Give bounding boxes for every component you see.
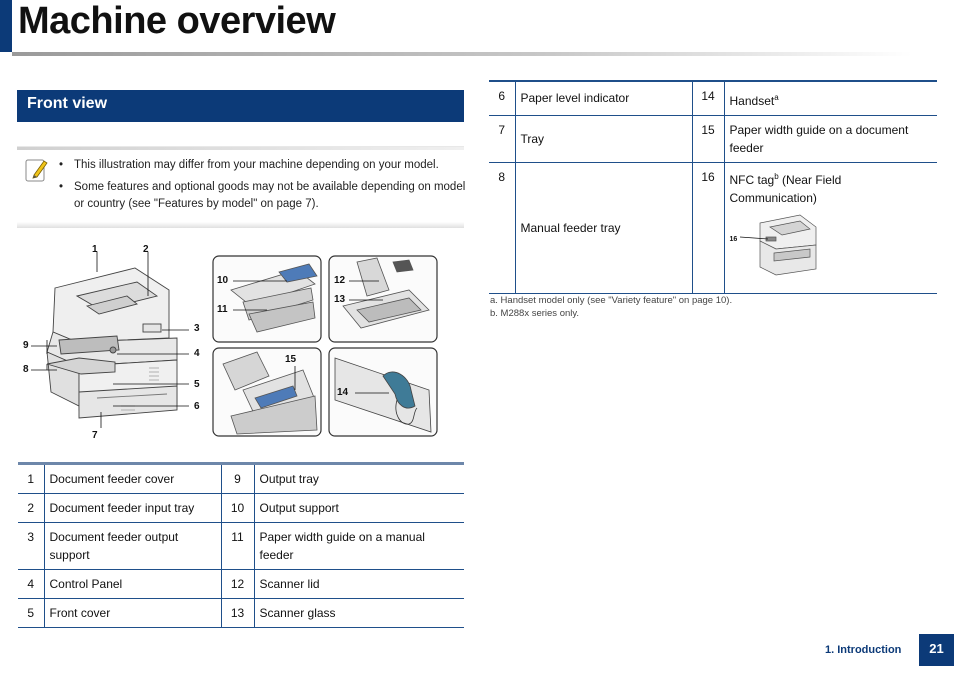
part-number: 6 bbox=[489, 81, 516, 116]
table-row: 4 Control Panel 12 Scanner lid bbox=[18, 569, 464, 599]
title-accent-bar bbox=[0, 0, 12, 52]
note-pencil-icon bbox=[25, 159, 48, 182]
part-label: Paper width guide on a manual feeder bbox=[254, 522, 464, 570]
callout-7: 7 bbox=[92, 430, 98, 441]
part-label: Handseta bbox=[724, 81, 937, 116]
part-label: Output tray bbox=[254, 463, 464, 494]
front-view-illustration: 1 2 3 4 5 6 7 8 9 10 11 12 13 14 15 bbox=[17, 240, 464, 441]
callout-4: 4 bbox=[194, 348, 200, 359]
part-label: Paper width guide on a document feeder bbox=[724, 115, 937, 163]
note-list: This illustration may differ from your m… bbox=[59, 157, 469, 218]
section-header: Front view bbox=[17, 90, 464, 122]
nfc-printer-drawing bbox=[739, 214, 816, 276]
note-box: This illustration may differ from your m… bbox=[17, 146, 465, 228]
part-number: 5 bbox=[18, 598, 45, 628]
footnote-marker: a bbox=[774, 93, 779, 102]
part-number: 8 bbox=[489, 162, 516, 294]
part-number: 4 bbox=[18, 569, 45, 599]
table-row: 8 Manual feeder tray 16 NFC tagb (Near F… bbox=[489, 162, 937, 294]
part-number: 2 bbox=[18, 493, 45, 523]
callout-16: 16 bbox=[729, 236, 738, 243]
printer-drawing bbox=[31, 252, 438, 437]
callout-5: 5 bbox=[194, 379, 200, 390]
table-row: 1 Document feeder cover 9 Output tray bbox=[18, 463, 464, 494]
part-number: 3 bbox=[18, 522, 45, 570]
parts-table-right: 6 Paper level indicator 14 Handseta 7 Tr… bbox=[489, 80, 937, 294]
note-item: Some features and optional goods may not… bbox=[59, 179, 469, 213]
callout-11: 11 bbox=[217, 304, 228, 315]
part-label: Front cover bbox=[44, 598, 221, 628]
callout-1: 1 bbox=[92, 244, 98, 255]
callout-3: 3 bbox=[194, 323, 200, 334]
part-number: 16 bbox=[691, 162, 725, 294]
part-label: NFC tagb (Near Field Communication) 16 bbox=[724, 162, 937, 294]
part-number: 13 bbox=[220, 598, 255, 628]
part-label: Paper level indicator bbox=[515, 81, 692, 116]
part-number: 15 bbox=[691, 115, 725, 163]
callout-10: 10 bbox=[217, 275, 229, 286]
footnote: a. Handset model only (see "Variety feat… bbox=[490, 295, 733, 306]
page-title: Machine overview bbox=[18, 0, 336, 42]
page-number: 21 bbox=[919, 634, 954, 666]
table-row: 6 Paper level indicator 14 Handseta bbox=[489, 81, 937, 116]
table-row: 5 Front cover 13 Scanner glass bbox=[18, 598, 464, 628]
callout-2: 2 bbox=[143, 244, 149, 255]
callout-9: 9 bbox=[23, 340, 29, 351]
footer-chapter: 1. Introduction bbox=[825, 644, 902, 656]
part-number: 9 bbox=[220, 463, 255, 494]
part-label: Control Panel bbox=[44, 569, 221, 599]
callout-14: 14 bbox=[337, 387, 349, 398]
part-number: 10 bbox=[220, 493, 255, 523]
callout-8: 8 bbox=[23, 364, 29, 375]
footnote: b. M288x series only. bbox=[490, 308, 580, 319]
part-label: Document feeder output support bbox=[44, 522, 221, 570]
callout-6: 6 bbox=[194, 401, 200, 412]
part-label: Output support bbox=[254, 493, 464, 523]
callout-15: 15 bbox=[285, 354, 297, 365]
footnotes: a. Handset model only (see "Variety feat… bbox=[490, 294, 732, 320]
part-label: Scanner glass bbox=[254, 598, 464, 628]
part-label-text: Handset bbox=[729, 94, 775, 108]
part-label: Document feeder input tray bbox=[44, 493, 221, 523]
part-number: 11 bbox=[220, 522, 255, 570]
part-label-text: NFC tag bbox=[729, 173, 775, 187]
part-label-text: (Near Field Communication) bbox=[729, 173, 842, 205]
part-label: Document feeder cover bbox=[44, 463, 221, 494]
table-row: 7 Tray 15 Paper width guide on a documen… bbox=[489, 115, 937, 163]
part-label: Manual feeder tray bbox=[515, 162, 692, 294]
parts-table-left: 1 Document feeder cover 9 Output tray 2 … bbox=[18, 462, 464, 628]
part-number: 1 bbox=[18, 463, 45, 494]
footnote-marker: b bbox=[774, 172, 779, 181]
table-row: 3 Document feeder output support 11 Pape… bbox=[18, 522, 464, 570]
nfc-tag-illustration: 16 bbox=[730, 213, 820, 277]
callout-13: 13 bbox=[334, 294, 346, 305]
part-label: Tray bbox=[515, 115, 692, 163]
title-rule bbox=[12, 52, 912, 56]
part-number: 12 bbox=[220, 569, 255, 599]
callout-12: 12 bbox=[334, 275, 346, 286]
part-label: Scanner lid bbox=[254, 569, 464, 599]
part-number: 7 bbox=[489, 115, 516, 163]
part-number: 14 bbox=[691, 81, 725, 116]
note-item: This illustration may differ from your m… bbox=[59, 157, 469, 174]
table-row: 2 Document feeder input tray 10 Output s… bbox=[18, 493, 464, 523]
